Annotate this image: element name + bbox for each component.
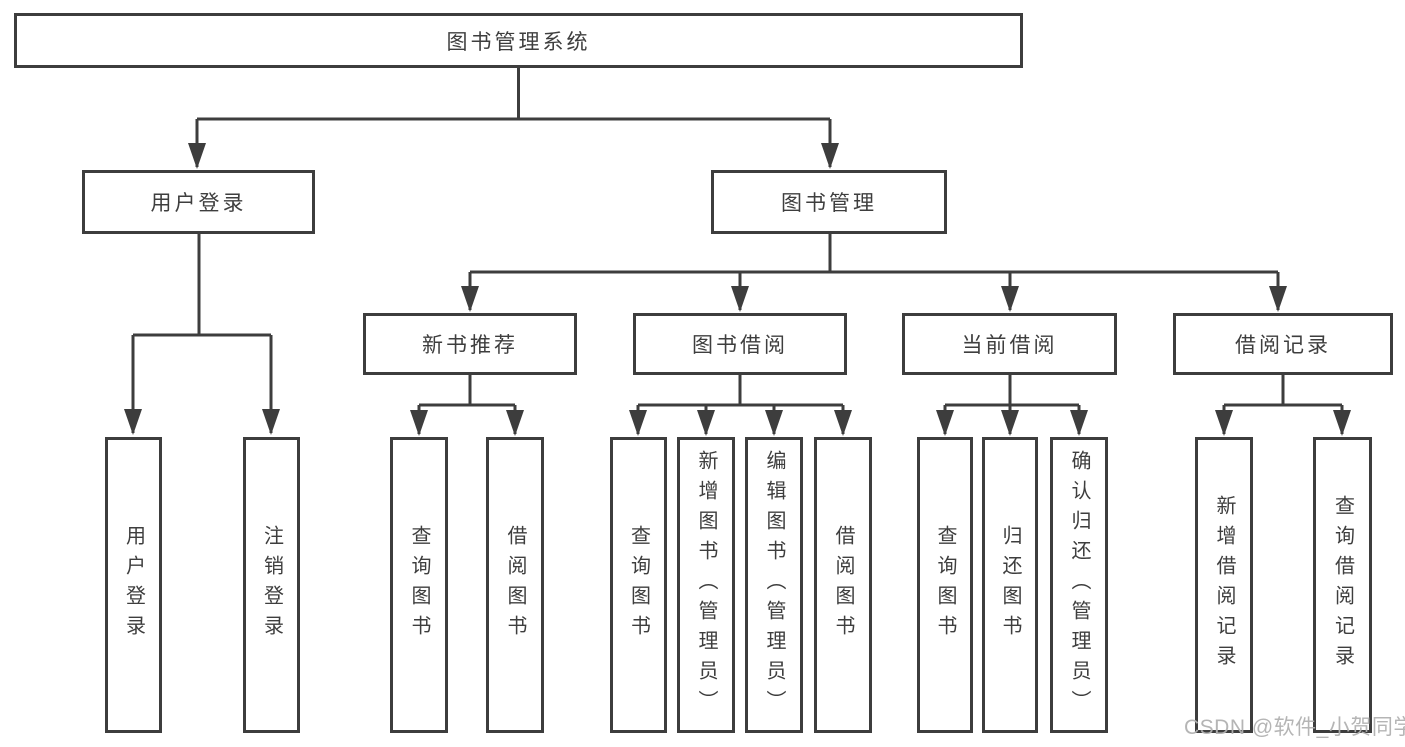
leaf-query-books-borrow: 查询图书 (610, 437, 667, 733)
leaf-borrow-books: 借阅图书 (814, 437, 872, 733)
node-library-management-system: 图书管理系统 (14, 13, 1023, 68)
csdn-watermark: CSDN @软件_小贺同学 (1184, 716, 1405, 739)
node-current-borrow: 当前借阅 (902, 313, 1117, 375)
node-book-borrow: 图书借阅 (633, 313, 847, 375)
leaf-return-book: 归还图书 (982, 437, 1038, 733)
leaf-query-books-current: 查询图书 (917, 437, 973, 733)
leaf-logout-login: 注销登录 (243, 437, 300, 733)
leaf-add-borrow-record: 新增借阅记录 (1195, 437, 1253, 733)
leaf-query-borrow-record: 查询借阅记录 (1313, 437, 1372, 733)
leaf-edit-book-admin: 编辑图书（管理员） (745, 437, 803, 733)
leaf-add-book-admin: 新增图书（管理员） (677, 437, 735, 733)
leaf-confirm-return-admin: 确认归还（管理员） (1050, 437, 1108, 733)
node-new-book-recommend: 新书推荐 (363, 313, 577, 375)
node-user-login: 用户登录 (82, 170, 315, 234)
leaf-user-login: 用户登录 (105, 437, 162, 733)
leaf-borrow-books-recommend: 借阅图书 (486, 437, 544, 733)
node-borrow-records: 借阅记录 (1173, 313, 1393, 375)
leaf-query-books-recommend: 查询图书 (390, 437, 448, 733)
node-book-management: 图书管理 (711, 170, 947, 234)
